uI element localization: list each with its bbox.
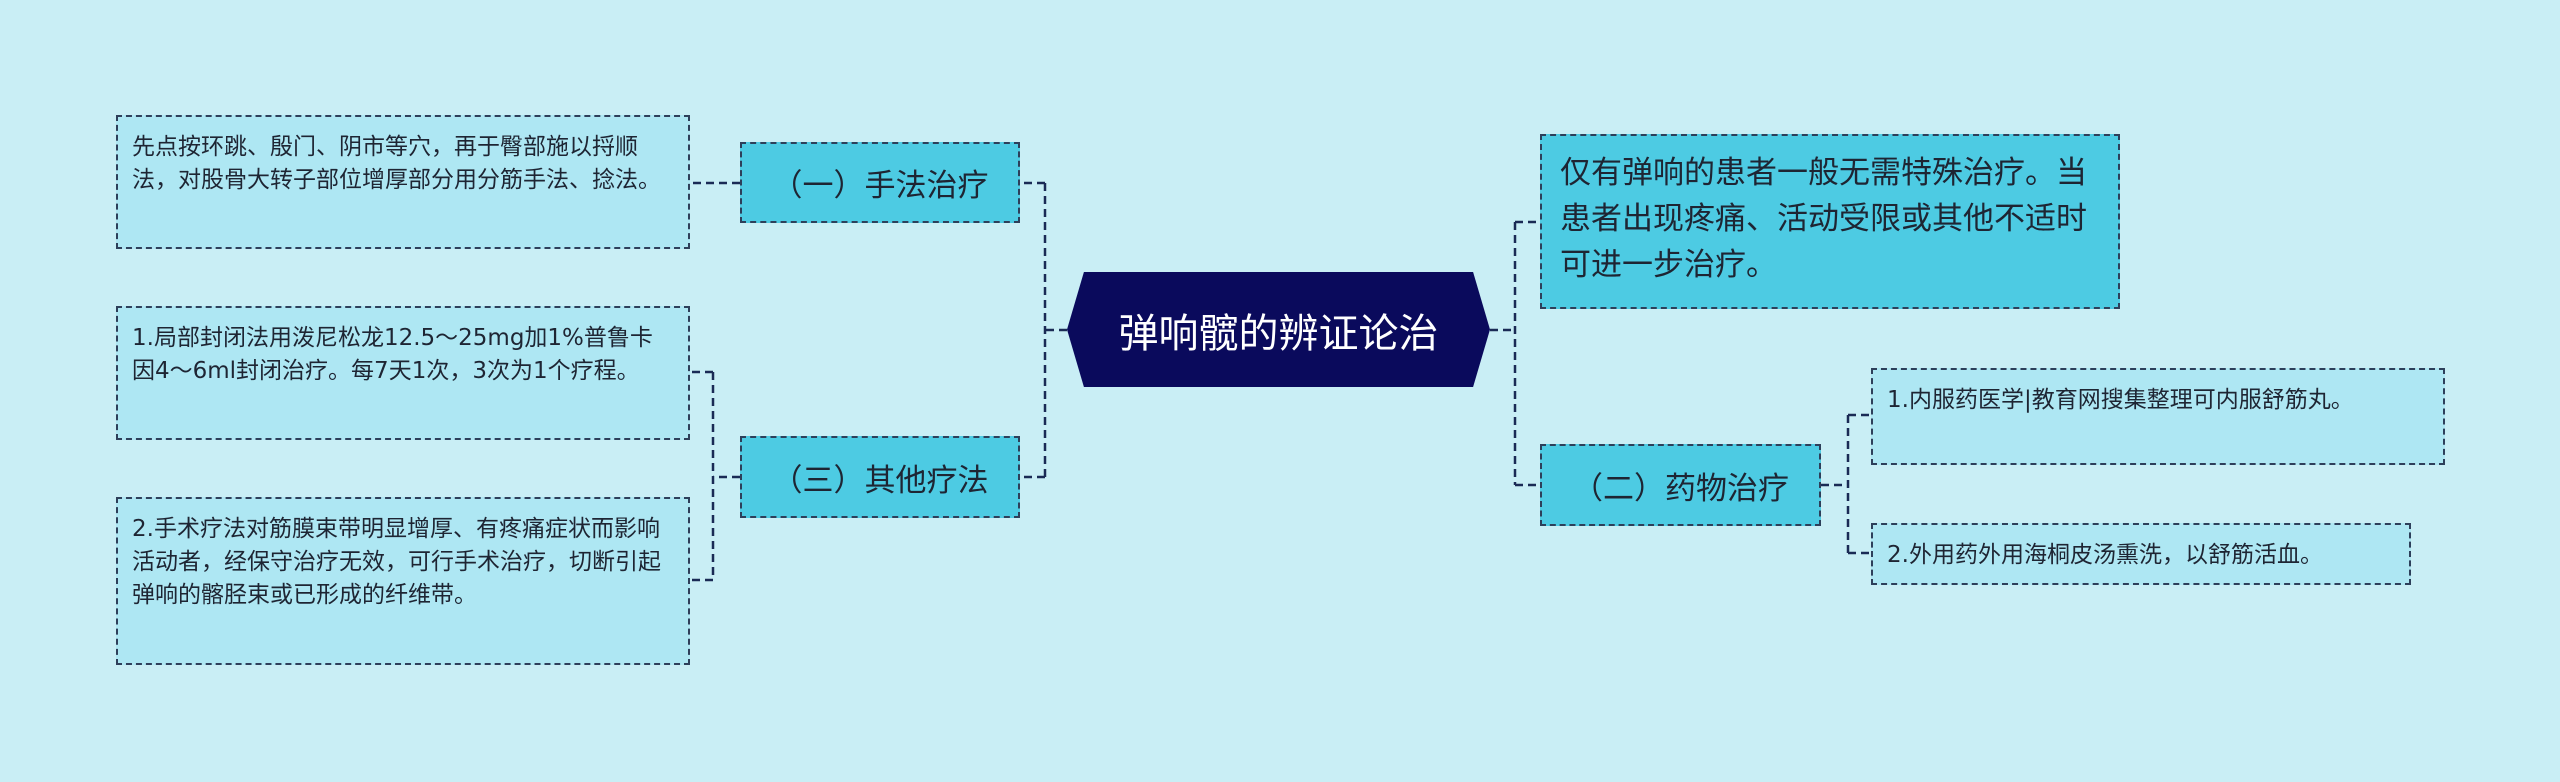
branch-drug-therapy-label: （二）药物治疗 xyxy=(1572,470,1789,507)
leaf-manual-therapy-detail[interactable]: 先点按环跳、殷门、阴市等穴，再于臀部施以捋顺法，对股骨大转子部位增厚部分用分筋手… xyxy=(116,115,690,249)
branch-other-therapy-label: （三）其他疗法 xyxy=(771,462,989,499)
leaf-surgical-therapy[interactable]: 2.手术疗法对筋膜束带明显增厚、有疼痛症状而影响活动者，经保守治疗无效，可行手术… xyxy=(116,497,690,665)
central-topic[interactable]: 弹响髋的辨证论治 xyxy=(1067,272,1490,387)
central-topic-label: 弹响髋的辨证论治 xyxy=(1118,310,1439,357)
branch-other-therapy[interactable]: （三）其他疗法 xyxy=(740,436,1020,518)
leaf-manual-therapy-text: 先点按环跳、殷门、阴市等穴，再于臀部施以捋顺法，对股骨大转子部位增厚部分用分筋手… xyxy=(132,134,661,193)
leaf-surgical-text: 2.手术疗法对筋膜束带明显增厚、有疼痛症状而影响活动者，经保守治疗无效，可行手术… xyxy=(132,516,661,608)
leaf-internal-medicine-text: 1.内服药医学|教育网搜集整理可内服舒筋丸。 xyxy=(1887,387,2354,413)
leaf-local-block-therapy[interactable]: 1.局部封闭法用泼尼松龙12.5～25mg加1%普鲁卡因4～6ml封闭治疗。每7… xyxy=(116,306,690,440)
leaf-local-block-text: 1.局部封闭法用泼尼松龙12.5～25mg加1%普鲁卡因4～6ml封闭治疗。每7… xyxy=(132,325,653,384)
leaf-external-medicine-text: 2.外用药外用海桐皮汤熏洗，以舒筋活血。 xyxy=(1887,542,2323,568)
leaf-external-medicine[interactable]: 2.外用药外用海桐皮汤熏洗，以舒筋活血。 xyxy=(1871,523,2411,585)
branch-drug-therapy[interactable]: （二）药物治疗 xyxy=(1540,444,1821,526)
right-info-note-text: 仅有弹响的患者一般无需特殊治疗。当患者出现疼痛、活动受限或其他不适时可进一步治疗… xyxy=(1560,155,2087,283)
branch-manual-therapy-label: （一）手法治疗 xyxy=(771,168,989,204)
leaf-internal-medicine[interactable]: 1.内服药医学|教育网搜集整理可内服舒筋丸。 xyxy=(1871,368,2445,465)
right-info-note[interactable]: 仅有弹响的患者一般无需特殊治疗。当患者出现疼痛、活动受限或其他不适时可进一步治疗… xyxy=(1540,134,2120,309)
branch-manual-therapy[interactable]: （一）手法治疗 xyxy=(740,142,1020,223)
